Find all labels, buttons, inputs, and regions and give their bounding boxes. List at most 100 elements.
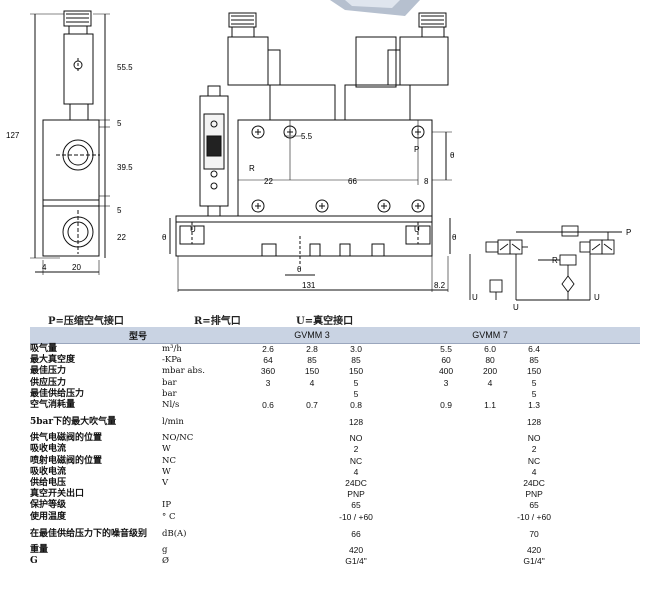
gvmm3-value: 65 — [351, 500, 361, 511]
schematic-u-mid-label: U — [513, 303, 519, 312]
row-label: 真空开关出口 — [30, 489, 85, 500]
port-u-left-label: U — [190, 225, 196, 234]
caption-pressure-port: P=压缩空气接口 — [48, 316, 124, 327]
row-unit: V — [162, 477, 169, 488]
gvmm7-value — [468, 478, 512, 489]
gvmm3-value — [290, 489, 334, 500]
schematic-u-right-label: U — [594, 293, 600, 302]
gvmm7-value: 150 — [526, 366, 542, 377]
gvmm7-value: 2 — [531, 444, 537, 455]
gvmm7-value: 1.3 — [528, 400, 540, 411]
gvmm7-value — [424, 389, 468, 400]
technical-drawing: 127 55.5 5 39.5 5 22 4 20 — [6, 0, 631, 312]
gvmm7-value — [468, 489, 512, 500]
gvmm3-value: 4 — [353, 466, 359, 477]
schematic-p-label: P — [626, 228, 631, 237]
header-model: 型号 — [30, 327, 247, 344]
gvmm3-value: 64 — [263, 355, 273, 366]
gvmm3-value — [290, 411, 334, 433]
gvmm3-value: 24DC — [345, 477, 367, 488]
gvmm7-value: PNP — [525, 489, 543, 500]
gvmm7-value: 85 — [529, 355, 539, 366]
gvmm3-value — [290, 389, 334, 400]
gvmm7-value — [468, 523, 512, 545]
dim-131: 131 — [302, 281, 316, 290]
table-row: 使用温度° C-10 / +60-10 / +60 — [30, 511, 640, 522]
gvmm7-value — [468, 467, 512, 478]
row-label: 空气消耗量 — [30, 400, 76, 411]
gvmm3-value: 5 — [353, 377, 359, 388]
row-unit: bar — [162, 388, 177, 399]
gvmm3-value — [290, 545, 334, 556]
caption-vacuum-port: U=真空接口 — [296, 316, 354, 327]
gvmm7-value: 200 — [482, 366, 498, 377]
gvmm7-value — [424, 411, 468, 433]
schematic-r-label: R — [552, 256, 558, 265]
row-unit: dB(A) — [162, 528, 187, 539]
gvmm7-value: 5 — [531, 377, 537, 388]
dim-8-2: 8.2 — [434, 281, 446, 290]
gvmm7-value: 5 — [531, 388, 537, 399]
gvmm7-value — [424, 478, 468, 489]
header-gvmm3: GVMM 3 — [246, 327, 379, 344]
gvmm7-value: 6.4 — [528, 344, 540, 355]
gvmm7-value: 6.0 — [484, 344, 496, 355]
gvmm3-value: 0.8 — [350, 400, 362, 411]
pneumatic-schematic — [469, 225, 622, 301]
dim-mid-height: 39.5 — [117, 163, 133, 172]
gvmm3-value: 150 — [304, 366, 320, 377]
row-label: 最佳压力 — [30, 366, 67, 377]
gvmm3-value — [246, 545, 290, 556]
row-unit: W — [162, 466, 171, 477]
gvmm7-value: G1/4" — [523, 555, 545, 566]
row-label: 供气电磁阀的位置 — [30, 433, 103, 444]
gvmm7-value — [424, 556, 468, 567]
row-label: 吸收电流 — [30, 444, 67, 455]
gvmm3-value — [246, 433, 290, 444]
gvmm7-value: 4 — [487, 377, 493, 388]
dim-22: 22 — [264, 177, 273, 186]
gvmm3-value — [246, 467, 290, 478]
port-u-right-label: U — [414, 225, 420, 234]
front-view — [169, 12, 452, 292]
gvmm7-value: 1.1 — [484, 400, 496, 411]
gvmm3-value — [290, 478, 334, 489]
dim-gap-2: 5 — [117, 206, 122, 215]
row-label: 在最佳供给压力下的噪音级别 — [30, 528, 148, 539]
product-photo-corner — [330, 0, 420, 16]
gvmm3-value — [246, 556, 290, 567]
gvmm7-value: 0.9 — [440, 400, 452, 411]
dim-theta-bottom: θ — [297, 265, 302, 274]
gvmm7-value — [468, 433, 512, 444]
dim-width: 20 — [72, 263, 81, 272]
gvmm3-value: 128 — [348, 417, 364, 428]
gvmm3-value: 420 — [348, 544, 364, 555]
row-label: 供给电压 — [30, 477, 67, 488]
dim-theta-top: θ — [450, 151, 455, 160]
row-label: 最佳供给压力 — [30, 388, 85, 399]
row-unit: m³/h — [162, 344, 182, 355]
port-r-label: R — [249, 164, 255, 173]
gvmm3-value — [246, 523, 290, 545]
gvmm7-value: 65 — [529, 500, 539, 511]
gvmm7-value — [468, 444, 512, 455]
row-unit: IP — [162, 500, 172, 511]
gvmm3-value: 0.7 — [306, 400, 318, 411]
gvmm3-value — [290, 467, 334, 478]
side-view — [30, 10, 110, 275]
row-unit: -KPa — [162, 355, 182, 366]
gvmm3-value: -10 / +60 — [339, 511, 373, 522]
gvmm3-value — [246, 500, 290, 511]
gvmm7-value — [424, 489, 468, 500]
row-unit: NC — [162, 455, 176, 466]
